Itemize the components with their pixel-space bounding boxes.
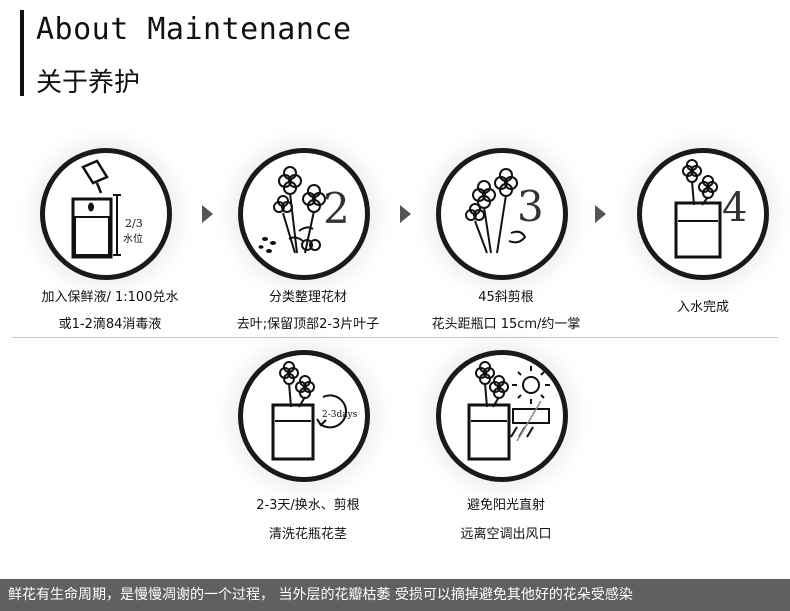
section-divider xyxy=(12,337,778,338)
arrow-right-icon xyxy=(202,205,213,223)
step-2-line2: 去叶;保留顶部2-3片叶子 xyxy=(236,317,380,332)
step-4-line1: 入水完成 xyxy=(676,300,729,315)
flowers-in-vase-icon: 4 xyxy=(637,148,769,280)
step-1-line1: 加入保鲜液/ 1:100兑水 xyxy=(41,290,179,305)
change-water-icon: 2-3days xyxy=(238,350,370,482)
step-6-line2: 远离空调出风口 xyxy=(460,527,552,542)
step-5-line1: 2-3天/换水、剪根 xyxy=(256,498,360,513)
avoid-sun-ac-icon xyxy=(436,350,568,482)
water-level-sub-label: 水位 xyxy=(123,232,143,245)
page-title-zh: 关于养护 xyxy=(36,68,141,98)
change-water-days-label: 2-3days xyxy=(322,410,358,420)
step-3-number: 3 xyxy=(517,182,544,231)
step-6-line1: 避免阳光直射 xyxy=(466,498,545,513)
step-2-line1: 分类整理花材 xyxy=(268,290,347,305)
water-level-label: 2/3 xyxy=(125,217,143,230)
step-5-line2: 清洗花瓶花茎 xyxy=(268,527,347,542)
step-3-line1: 45斜剪根 xyxy=(478,290,534,305)
arrow-right-icon xyxy=(400,205,411,223)
footer-banner: 鲜花有生命周期，是慢慢凋谢的一个过程， 当外层的花瓣枯萎 受损可以摘掉避免其他好… xyxy=(0,579,790,611)
vase-with-dropper-icon: 2/3 水位 xyxy=(40,148,172,280)
step-2-number: 2 xyxy=(323,184,350,233)
step-4-number: 4 xyxy=(722,185,747,231)
step-3-line2: 花头距瓶口 15cm/约一掌 xyxy=(431,317,581,332)
step-1-line2: 或1-2滴84消毒液 xyxy=(58,317,162,332)
page-title-en: About Maintenance xyxy=(36,12,352,47)
title-accent-bar xyxy=(20,10,24,96)
arrow-right-icon xyxy=(595,205,606,223)
sorted-flowers-icon: 2 xyxy=(238,148,370,280)
cut-flowers-icon: 3 xyxy=(436,148,568,280)
